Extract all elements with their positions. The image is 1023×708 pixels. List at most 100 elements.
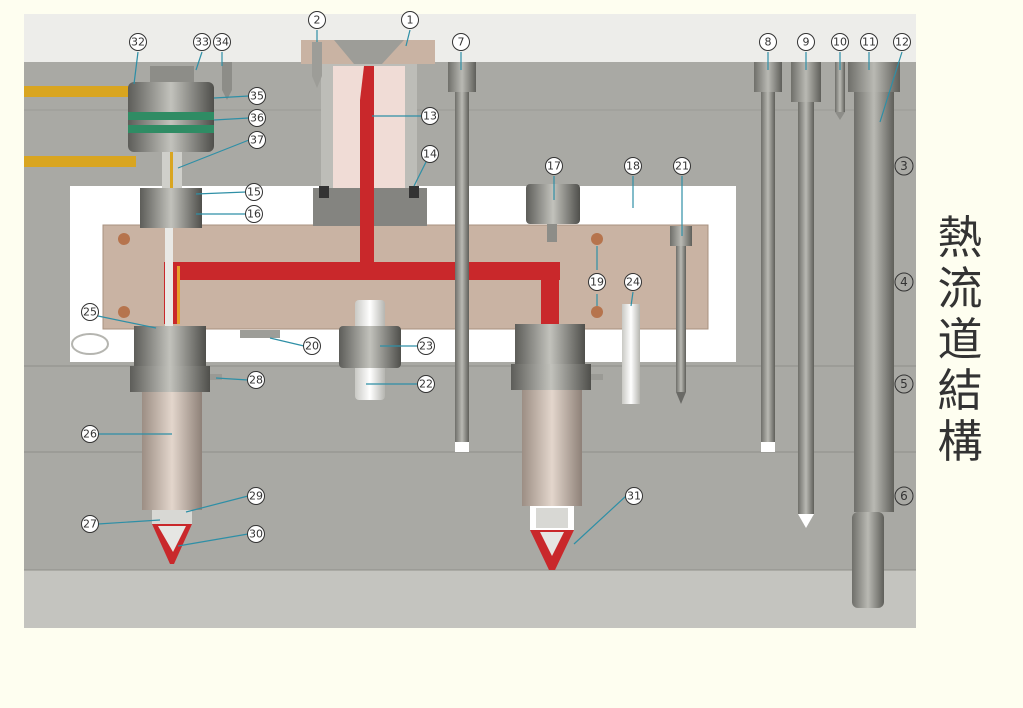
callout-circle-11 <box>860 33 878 51</box>
callout-label-35: 35 <box>250 90 264 103</box>
title-char: 熱 <box>937 211 983 264</box>
valve-pin-left <box>165 228 173 328</box>
callout-label-28: 28 <box>249 374 263 387</box>
title-char: 道 <box>937 313 983 366</box>
callout-circle-7 <box>452 33 470 51</box>
bolt-9 <box>791 62 821 528</box>
leader-lines <box>97 29 903 547</box>
callout-circle-36 <box>248 109 266 127</box>
callout-label-24: 24 <box>626 276 640 289</box>
callout-label-22: 22 <box>419 378 433 391</box>
callout-label-33: 33 <box>195 36 209 49</box>
callout-label-30: 30 <box>249 528 263 541</box>
callout-label-26: 26 <box>83 428 97 441</box>
callout-circle-8 <box>759 33 777 51</box>
callout-circle-24 <box>624 273 642 291</box>
callout-label-16: 16 <box>247 208 261 221</box>
callout-label-8: 8 <box>765 36 772 49</box>
callout-label-9: 9 <box>803 36 810 49</box>
callout-label-1: 1 <box>407 14 414 27</box>
callout-circle-26 <box>81 425 99 443</box>
callout-circle-12 <box>893 33 911 51</box>
spacer-pin <box>622 304 640 404</box>
title-char: 流 <box>937 262 983 315</box>
callout-label-12: 12 <box>895 36 909 49</box>
callout-label-2: 2 <box>314 14 321 27</box>
plate-circle-6 <box>894 486 914 506</box>
callout-label-11: 11 <box>862 36 876 49</box>
bottom-strip <box>24 570 916 628</box>
callout-circle-10 <box>831 33 849 51</box>
callout-circle-35 <box>248 87 266 105</box>
support-pad <box>526 184 580 242</box>
callout-circle-31 <box>625 487 643 505</box>
center-locator <box>339 300 401 400</box>
callout-circle-14 <box>421 145 439 163</box>
callout-circle-37 <box>248 131 266 149</box>
pin-2 <box>312 42 322 88</box>
plate-circle-3 <box>894 156 914 176</box>
callout-label-36: 36 <box>250 112 264 125</box>
plate-circle-4 <box>894 272 914 292</box>
callout-label-7: 7 <box>458 36 465 49</box>
callout-label-19: 19 <box>590 276 604 289</box>
callout-circle-25 <box>81 303 99 321</box>
callout-circle-27 <box>81 515 99 533</box>
plate-labels: 3 4 5 6 <box>894 156 914 506</box>
callout-circle-29 <box>247 487 265 505</box>
callout-label-32: 32 <box>131 36 145 49</box>
callout-circle-2 <box>308 11 326 29</box>
callout-circle-28 <box>247 371 265 389</box>
callout-circle-18 <box>624 157 642 175</box>
valve-actuator <box>24 62 232 228</box>
callout-label-17: 17 <box>547 160 561 173</box>
callout-circle-33 <box>193 33 211 51</box>
callout-circle-20 <box>303 337 321 355</box>
callout-label-21: 21 <box>675 160 689 173</box>
pin-10 <box>835 62 845 120</box>
callout-label-10: 10 <box>833 36 847 49</box>
callout-label-20: 20 <box>305 340 319 353</box>
callout-label-27: 27 <box>83 518 97 531</box>
callout-label-25: 25 <box>83 306 97 319</box>
screw-21 <box>670 226 692 404</box>
callout-circle-1 <box>401 11 419 29</box>
callout-circle-30 <box>247 525 265 543</box>
callout-label-23: 23 <box>419 340 433 353</box>
o-ring <box>71 333 109 355</box>
callout-circle-23 <box>417 337 435 355</box>
plate-label-4: 4 <box>900 275 908 289</box>
nozzle-right <box>511 324 603 570</box>
small-insulator <box>240 330 280 342</box>
callout-label-37: 37 <box>250 134 264 147</box>
title-char: 構 <box>937 415 983 468</box>
callout-label-13: 13 <box>423 110 437 123</box>
plate-label-3: 3 <box>900 159 908 173</box>
callout-label-34: 34 <box>215 36 229 49</box>
callout-circle-9 <box>797 33 815 51</box>
callout-circle-17 <box>545 157 563 175</box>
callout-circle-19 <box>588 273 606 291</box>
callout-circle-34 <box>213 33 231 51</box>
callout-label-29: 29 <box>249 490 263 503</box>
callout-label-31: 31 <box>627 490 641 503</box>
plate-circle-5 <box>894 374 914 394</box>
callout-circle-21 <box>673 157 691 175</box>
callout-circle-15 <box>245 183 263 201</box>
callout-label-15: 15 <box>247 186 261 199</box>
callout-circle-13 <box>421 107 439 125</box>
nozzle-left <box>130 326 222 564</box>
title-char: 結 <box>937 364 983 417</box>
diagram-title: 熱 流 道 結 構 <box>928 212 992 467</box>
callout-circle-32 <box>129 33 147 51</box>
top-strip <box>24 14 916 62</box>
bolt-7 <box>448 62 476 452</box>
plate-label-6: 6 <box>900 489 908 503</box>
callout-circle-22 <box>417 375 435 393</box>
callout-circle-16 <box>245 205 263 223</box>
callout-label-18: 18 <box>626 160 640 173</box>
plate-label-5: 5 <box>900 377 908 391</box>
guide-pin-11 <box>848 62 900 608</box>
